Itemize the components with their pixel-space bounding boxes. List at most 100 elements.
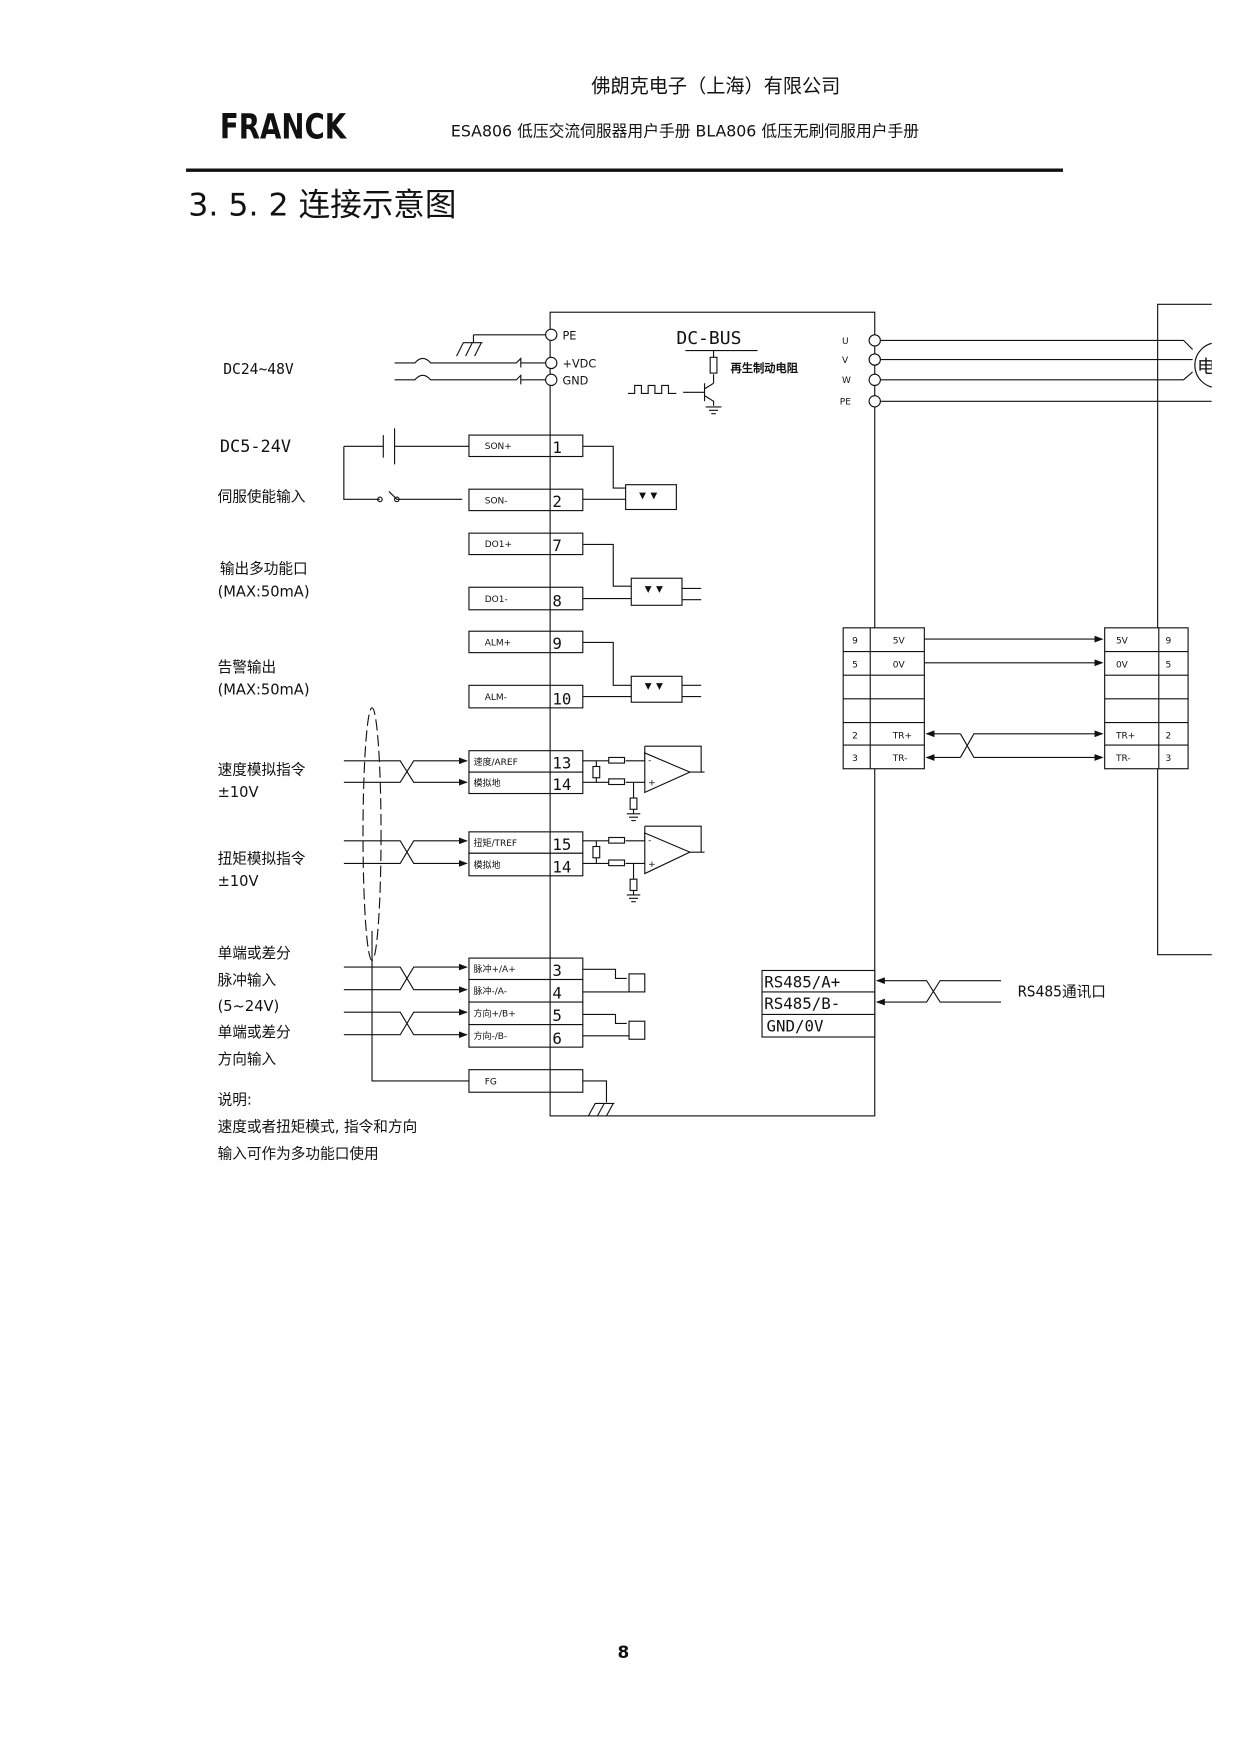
pe-terminal [545,328,558,341]
optocoupler-icon [625,484,677,511]
terminal-name: 脉冲+/A+ [473,963,515,975]
encoder-pin: 3 [1166,754,1172,764]
encoder-signal: TR- [892,754,908,764]
terminal-pin: 9 [552,634,561,653]
terminal-pin: 2 [552,492,561,511]
terminal-pin: 8 [552,591,561,610]
multi-output-max: (MAX:50mA) [218,583,310,600]
terminal-name: 速度/AREF [473,756,517,768]
encoder-signal: 5V [1116,637,1129,647]
encoder-pin: 9 [1166,637,1172,647]
dir-label-1: 单端或差分 [218,1024,292,1041]
terminal-pin: 14 [552,857,571,876]
left-labels: DC5-24V 伺服使能输入 输出多功能口 (MAX:50mA) 告警输出 (M… [218,436,418,1163]
w-label: W [842,376,851,386]
vdc-terminal [545,356,558,370]
regen-label: 再生制动电阻 [730,361,798,375]
terminal-name: DO1- [485,595,508,605]
encoder-signal: 0V [1116,660,1129,670]
encoder-signal: TR+ [892,731,912,741]
terminal-row: 模拟地 14 [468,771,584,794]
terminal-row: 脉冲-/A-4 [468,978,584,1003]
terminal-pin: 5 [552,1006,561,1025]
terminal-name: 扭矩/TREF [473,837,517,849]
terminal-pin: 3 [552,961,561,980]
shield-ellipse [362,707,382,961]
pulse-label-3: (5~24V) [218,998,280,1015]
terminal-pin: 1 [552,438,561,457]
opamp-minus: - [648,836,651,846]
note-line-2: 输入可作为多功能口使用 [218,1146,379,1163]
terminal-row: 方向+/B+ 5 [468,1001,584,1025]
manual-subtitle: ESA806 低压交流伺服器用户手册 BLA806 低压无刷伺服用户手册 [451,121,919,140]
multi-output-label: 输出多功能口 [220,561,308,578]
encoder-pin: 2 [852,731,858,741]
opamp-icon [644,752,692,794]
pulse-label-2: 脉冲输入 [218,972,277,989]
opamp-plus: + [648,860,656,870]
u-label: U [842,337,849,347]
speed-range: ±10V [218,784,259,801]
pulse-label-1: 单端或差分 [218,945,292,962]
power-input: DC24~48V PE +VDC GND [223,328,597,387]
gnd-terminal [545,373,558,387]
terminal-row: 模拟地 14 [468,852,584,876]
terminal-name: SON- [485,496,508,506]
dc5-24v-label: DC5-24V [220,436,291,456]
encoder-pin: 3 [852,754,858,764]
rs485-port: RS485/A+ RS485/B- GND/0V RS485通讯口 [761,969,1106,1038]
encoder-pin: 9 [852,637,858,647]
terminal-name: 模拟地 [473,777,500,789]
terminal-name: DO1+ [485,540,512,550]
opamp-minus: - [648,756,651,766]
terminal-name: 方向+/B+ [473,1008,515,1020]
note-title: 说明: [218,1092,252,1109]
terminal-pin: 6 [552,1029,561,1048]
encoder-pin: 5 [1166,660,1172,670]
terminal-name: SON+ [485,442,512,452]
alarm-max: (MAX:50mA) [218,681,310,698]
analog-input-circuits: - + - + [582,745,705,903]
speed-cmd-label: 速度模拟指令 [218,761,306,778]
motor-icon [1194,342,1212,388]
terminal-pin: 7 [552,536,561,555]
terminal-row: DO1- 8 [468,586,584,610]
rs485-b-label: RS485/B- [764,994,840,1013]
motor-char: 电 [1197,357,1215,378]
terminal-row: 脉冲+/A+ 3 [468,957,584,980]
terminal-pin: 10 [552,689,571,708]
terminal-row: ALM-10 [468,684,584,708]
pe-label: PE [563,329,577,342]
franck-logo: FRANCK [220,108,348,148]
terminal-row: ALM+ 9 [468,630,584,653]
input-cables [343,707,615,1117]
son-wiring [343,428,469,500]
terminal-row: FG [468,1069,584,1093]
brake-resistor-icon [709,356,718,374]
encoder-signal: 0V [893,660,906,670]
motor-outputs: 电 [880,339,1215,402]
encoder-signal: 5V [893,637,906,647]
section-title: 3. 5. 2 连接示意图 [188,187,456,223]
torque-cmd-label: 扭矩模拟指令 [218,850,306,867]
terminal-name: 模拟地 [473,859,500,871]
vdc-label: +VDC [563,357,597,370]
page-number: 8 [617,1642,629,1662]
opamp-plus: + [648,779,656,789]
dc-bus-regen: DC-BUS 再生制动电阻 [627,328,799,415]
torque-range: ±10V [218,873,259,890]
optocoupler-icon [630,577,683,606]
terminal-pin: 14 [552,775,571,794]
motor-pe-label: PE [840,398,851,408]
alarm-label: 告警输出 [218,659,277,676]
encoder-signal: TR+ [1115,731,1135,741]
rs485-gnd-label: GND/0V [767,1016,824,1035]
rs485-a-label: RS485/A+ [764,972,840,991]
company-name: 佛朗克电子（上海）有限公司 [591,74,840,97]
terminal-row: SON+ 1 [468,434,584,457]
terminal-name: ALM+ [485,638,511,648]
